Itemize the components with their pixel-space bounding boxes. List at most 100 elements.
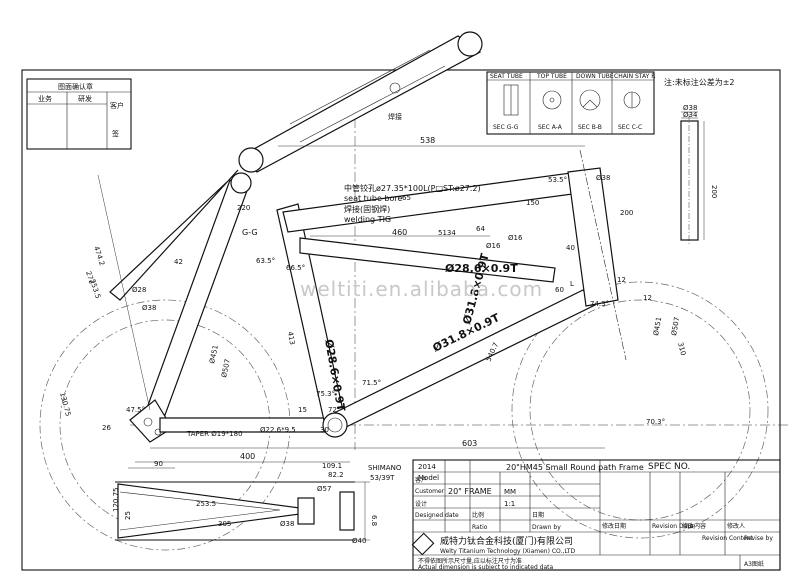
tb-frame-name: 20"HM45 Small Round path Frame xyxy=(506,463,644,472)
tb-frame-size: 20" FRAME xyxy=(448,487,492,496)
section-down-tube: DOWN TUBE xyxy=(576,73,614,80)
tb-rev-date-cn: 修改日期 xyxy=(602,522,626,530)
dim-12-a: 12 xyxy=(617,276,626,284)
title-block: 2014 Model 20"HM45 Small Round path Fram… xyxy=(411,459,781,571)
watermark: weltiti.en.alibaba.com xyxy=(300,277,543,301)
tb-note-en: Actual dimension is subject to indicated… xyxy=(418,564,553,571)
tb-scale: 1:1 xyxy=(504,500,515,508)
dim-220: 220 xyxy=(237,204,250,212)
dim-253-5: 253.5 xyxy=(88,278,102,300)
approval-box-title: 图面确认章 xyxy=(58,82,93,91)
dim-40: 40 xyxy=(566,244,575,252)
dim-phi16-a: Ø16 xyxy=(486,242,501,250)
dim-310: 310 xyxy=(676,341,687,356)
tb-model-label: Model xyxy=(418,474,439,482)
tb-row-ratio-en: Ratio xyxy=(472,524,488,531)
dim-phi28: Ø28 xyxy=(132,286,146,294)
company-logo xyxy=(411,532,435,556)
dim-taper: TAPER Ø19*180 xyxy=(186,430,243,438)
dim-phi40: Ø40 xyxy=(352,537,366,545)
note-bore-en: seat tube bore xyxy=(344,194,403,203)
bottom-bracket xyxy=(322,412,348,438)
dim-15: 15 xyxy=(298,406,307,414)
upper-brace xyxy=(299,237,556,283)
note-bore-cn: 中管铰孔ø27.35*100L(P□ST:ø27.2) xyxy=(344,183,481,193)
dim-82-2: 82.2 xyxy=(328,471,344,479)
tube-spec-top: Ø28.6×0.9T xyxy=(445,262,518,275)
dim-phi507-a: Ø507 xyxy=(670,316,681,336)
chainstay-plan-view xyxy=(115,481,370,541)
tb-row-customer-en: Customer xyxy=(415,488,445,495)
dim-63-5deg: 63.5° xyxy=(256,257,275,265)
dim-phi451-b: Ø451 xyxy=(208,344,220,364)
section-views: SEAT TUBE TOP TUBE DOWN TUBE CHAIN STAY … xyxy=(486,71,655,135)
tb-company-cn: 威特力钛合金科技(厦门)有限公司 xyxy=(440,535,573,547)
section-top-tube: TOP TUBE xyxy=(536,73,567,80)
section-label-bb: SEC B-B xyxy=(578,124,602,131)
tb-company-en: Welty Titanium Technology (Xiamen) CO.,L… xyxy=(440,548,576,555)
tb-rev-by-en: Revise by xyxy=(744,535,773,542)
dim-74-3deg: 74.3° xyxy=(590,300,609,308)
dim-538: 538 xyxy=(420,136,435,145)
head-tube-axis xyxy=(579,149,627,361)
tube-notes: 中管铰孔ø27.35*100L(P□ST:ø27.2) seat tube bo… xyxy=(344,183,481,224)
dimension-lines xyxy=(97,145,605,469)
section-label-gg: SEC G-G xyxy=(493,124,519,131)
tb-rev-content-en: Revision Content xyxy=(702,535,753,542)
weld-label: 焊接 xyxy=(388,112,402,121)
dim-phi38-b: Ø38 xyxy=(596,174,610,182)
tube-detail-view xyxy=(680,111,705,245)
dim-70-3deg: 70.3° xyxy=(646,418,665,426)
dim-72deg: 72° xyxy=(328,406,340,414)
dim-shimano: SHIMANO xyxy=(368,464,402,472)
dim-phi38-a: Ø38 xyxy=(142,304,156,312)
dim-413: 413 xyxy=(286,331,296,346)
dim-6-8: 6.8 xyxy=(370,515,378,526)
dim-60: 60 xyxy=(555,286,564,294)
dim-phi38-detail: Ø38 xyxy=(683,104,697,112)
dim-253-5-b: 253.5 xyxy=(196,500,216,508)
dim-603: 603 xyxy=(462,439,477,448)
dim-400: 400 xyxy=(240,452,255,461)
dim-474-2: 474.2 xyxy=(92,245,106,267)
tb-corner-code: A3图纸 xyxy=(744,560,764,568)
dim-gg: G-G xyxy=(242,228,258,237)
tb-row-design-cn: 设计 xyxy=(415,500,427,508)
dim-200-a: 200 xyxy=(620,209,633,217)
dim-47-5deg: 47.5° xyxy=(126,406,145,414)
tb-year: 2014 xyxy=(418,463,436,471)
dim-200-detail: 200 xyxy=(710,185,718,198)
dim-130-75: 130.75 xyxy=(58,391,72,417)
dim-phi16-b: Ø16 xyxy=(508,234,523,242)
dimension-labels: 538 474.2 272 Ø28 253.5 Ø38 42 220 G-G 6… xyxy=(58,104,718,545)
dim-75-3deg: 75.3° xyxy=(316,390,335,398)
approval-box: 图面确认章 业务 研发 客户 签 xyxy=(26,78,132,150)
tb-rev-by-cn: 修改人 xyxy=(727,522,745,530)
section-label-aa: SEC A-A xyxy=(538,124,563,131)
tb-row-date-en: Drawn by xyxy=(532,524,561,531)
tb-row-customer-cn: 客户 xyxy=(415,476,427,484)
dim-150: 150 xyxy=(526,199,539,207)
chain-stay-top-view: 焊接 xyxy=(238,31,483,173)
dim-66-5deg: 66.5° xyxy=(286,264,305,272)
tb-row-design-en: Designed date xyxy=(415,512,459,519)
section-chain-stay: CHAIN STAY R xyxy=(614,73,655,80)
tb-note-cn: 不得依图所示尺寸量,应以标注尺寸为准 xyxy=(418,557,522,565)
approval-col-rd: 研发 xyxy=(78,94,92,103)
tb-unit: MM xyxy=(504,488,516,496)
dim-phi57: Ø57 xyxy=(317,485,331,493)
dim-5134: 5134 xyxy=(438,229,456,237)
dim-42: 42 xyxy=(174,258,183,266)
tolerance-note: 注:未标注公差为±2 xyxy=(664,77,735,87)
dim-phi451-a: Ø451 xyxy=(652,316,663,336)
dim-l: L xyxy=(570,280,574,288)
dim-phi34-detail: Ø34 xyxy=(683,111,698,119)
tb-rev-date-en: Revision Date xyxy=(652,523,694,530)
dim-phi38-c: Ø38 xyxy=(280,520,294,528)
approval-col-customer: 客户 xyxy=(110,101,124,110)
dim-272: 272 xyxy=(84,270,96,285)
rear-triangle xyxy=(109,169,252,443)
approval-col-business: 业务 xyxy=(38,94,52,103)
dim-120-75: 120.75 xyxy=(112,488,120,513)
